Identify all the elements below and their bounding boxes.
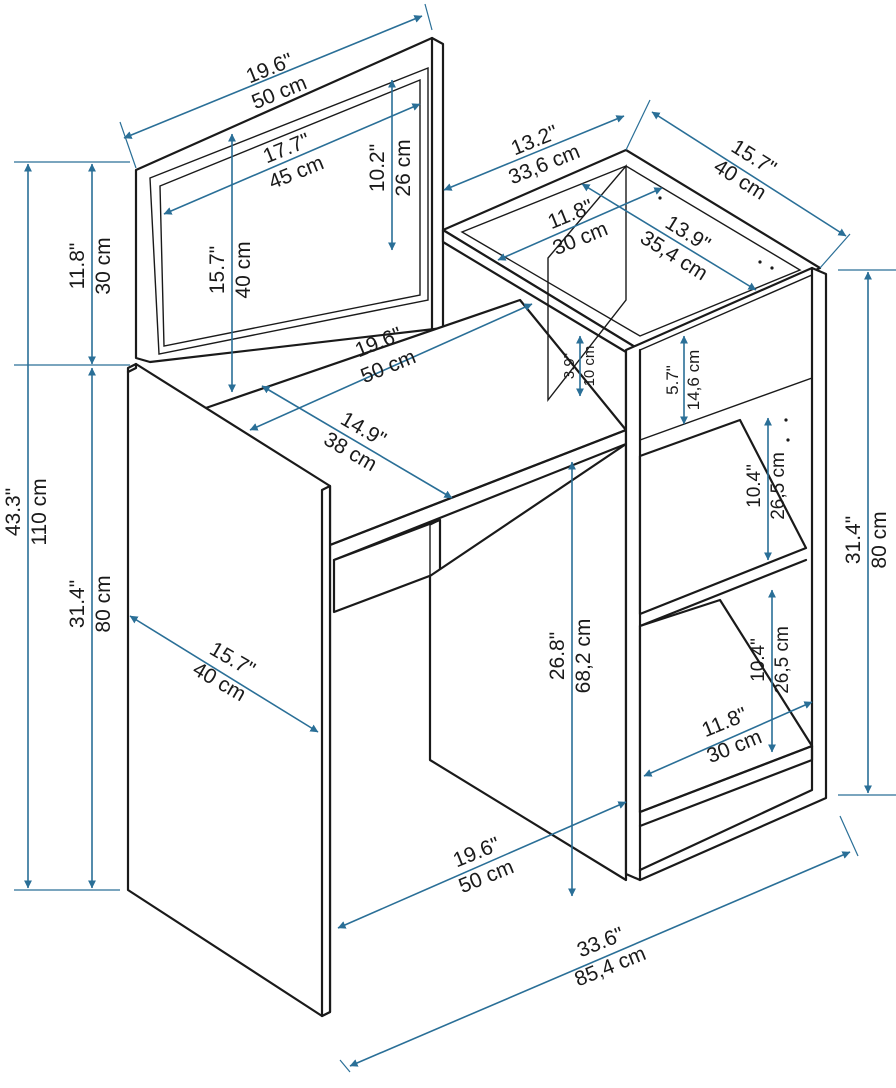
cabinet-height-cm: 80 cm	[868, 511, 891, 568]
dim-line-total-width	[349, 851, 851, 1067]
label-knee-height: 26.8" 68,2 cm	[546, 619, 595, 694]
dim-line-box-inner-depth	[581, 183, 757, 291]
label-mirror-inner-height: 10.2" 26 cm	[366, 139, 415, 196]
dim-line-side-panel-depth	[129, 615, 319, 733]
cabinet-height-inch: 31.4"	[842, 516, 865, 564]
shelf-gap-lower-inch: 10.4"	[748, 638, 769, 682]
label-top-cabinet-depth: 15.7" 40 cm	[710, 135, 781, 205]
label-shelf-gap-lower: 10.4" 26,5 cm	[748, 626, 793, 694]
knee-height-inch: 26.8"	[546, 632, 569, 680]
mirror-height-cm: 30 cm	[92, 237, 115, 294]
shelf-gap-lower-cm: 26,5 cm	[772, 626, 793, 694]
drawer-height-inch: 5.7"	[663, 365, 682, 395]
box-height-inch: 3.9"	[561, 353, 578, 379]
label-drawer-height: 5.7" 14,6 cm	[663, 350, 703, 410]
shelf-gap-upper-inch: 10.4"	[744, 464, 765, 508]
shelf-gap-upper-cm: 26,5 cm	[768, 452, 789, 520]
dim-line-desk-top-depth	[261, 385, 453, 499]
label-desk-height: 31.4" 80 cm	[66, 575, 115, 632]
mirror-post-height-inch: 15.7"	[206, 246, 229, 294]
label-shelf-gap-upper: 10.4" 26,5 cm	[744, 452, 789, 520]
total-height-cm: 110 cm	[28, 478, 51, 545]
total-height-inch: 43.3"	[2, 488, 25, 536]
dim-line-top-cabinet-width	[443, 115, 625, 191]
label-total-width: 33.6" 85,4 cm	[571, 923, 649, 991]
label-mirror-post-height: 15.7" 40 cm	[206, 241, 255, 298]
mirror-inner-height-inch: 10.2"	[366, 144, 389, 192]
label-box-height: 3.9" 10 cm	[561, 346, 598, 387]
desk-height-cm: 80 cm	[92, 575, 115, 632]
label-mirror-height: 11.8" 30 cm	[66, 237, 115, 294]
box-height-cm: 10 cm	[581, 346, 598, 387]
mirror-inner-height-cm: 26 cm	[392, 139, 415, 196]
knee-height-cm: 68,2 cm	[572, 619, 595, 694]
desk-height-inch: 31.4"	[66, 580, 89, 628]
dim-line-top-cabinet-depth	[651, 111, 847, 237]
mirror-post-height-cm: 40 cm	[232, 241, 255, 298]
extension-lines	[14, 3, 896, 1073]
label-cabinet-height: 31.4" 80 cm	[842, 511, 891, 568]
drawer-height-cm: 14,6 cm	[684, 350, 703, 410]
dim-line-shelf-width	[643, 701, 813, 777]
side-cabinet	[624, 266, 828, 882]
dimension-lines	[24, 15, 872, 1067]
mirror-height-inch: 11.8"	[66, 243, 89, 290]
dim-line-mirror-inner-width	[163, 103, 421, 215]
label-total-height: 43.3" 110 cm	[2, 478, 51, 545]
